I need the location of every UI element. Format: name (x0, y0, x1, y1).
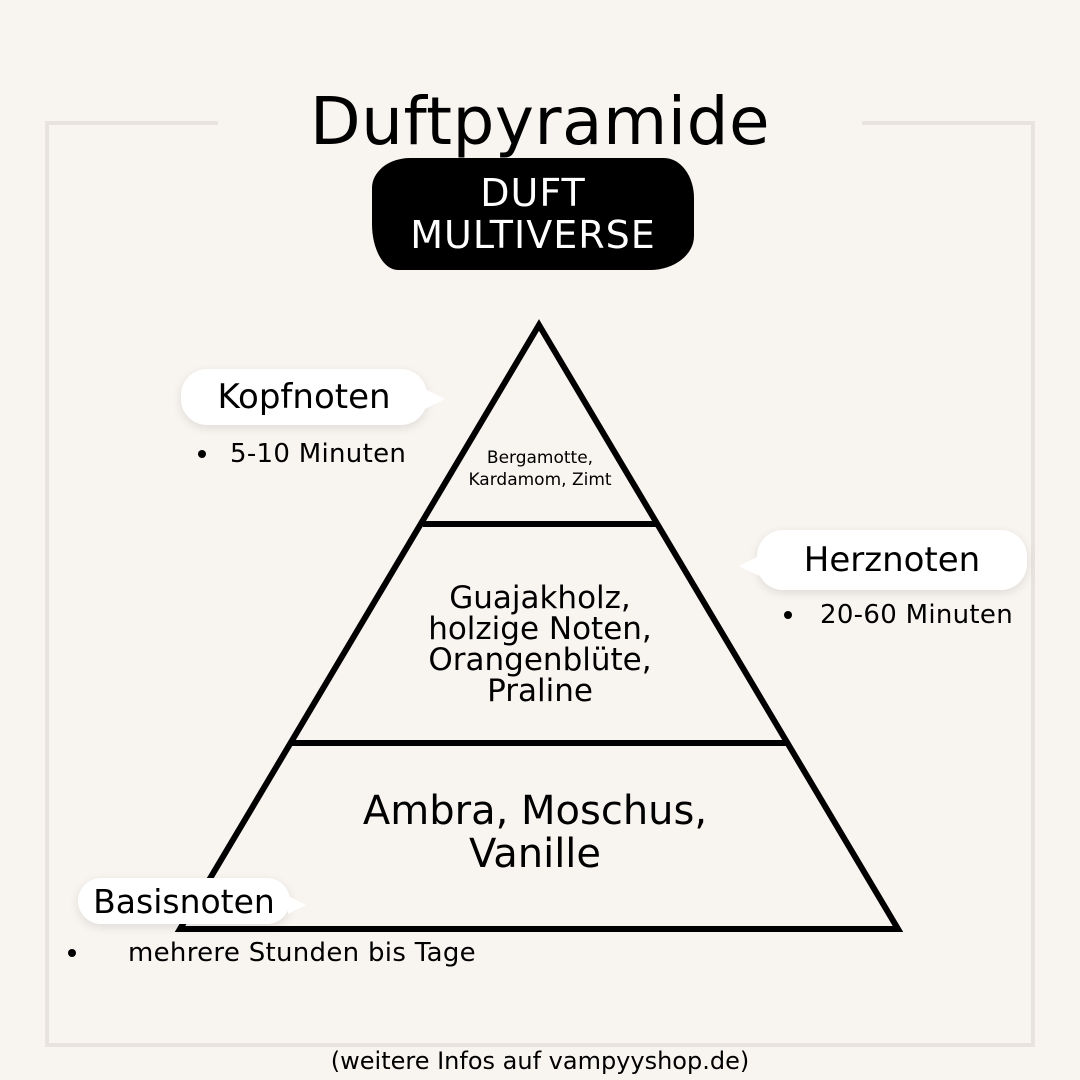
bubble-tail (288, 896, 306, 914)
brand-line-2: MULTIVERSE (410, 213, 656, 257)
page-title: Duftpyramide (309, 83, 771, 160)
bullet-dot (198, 450, 206, 458)
kopfnoten-bubble: Kopfnoten (181, 369, 445, 425)
frame-top-left (45, 121, 218, 125)
basisnoten-duration: mehrere Stunden bis Tage (68, 938, 476, 968)
basisnoten-bubble: Basisnoten (78, 878, 306, 924)
basisnoten-duration-text: mehrere Stunden bis Tage (128, 938, 476, 968)
frame-bottom (45, 1043, 1035, 1047)
footer-note: (weitere Infos auf vampyyshop.de) (330, 1047, 750, 1075)
kopfnoten-label: Kopfnoten (217, 377, 391, 417)
herznoten-bubble: Herznoten (739, 530, 1027, 590)
base-notes-text: Ambra, Moschus, Vanille (362, 788, 708, 877)
frame-right (1031, 121, 1035, 1047)
brand-line-1: DUFT (480, 171, 586, 215)
frame-top-right (862, 121, 1035, 125)
kopfnoten-duration-text: 5-10 Minuten (230, 439, 407, 469)
brand-badge: DUFT MULTIVERSE (372, 158, 694, 270)
middle-notes-text: Guajakholz, holzige Noten, Orangenblüte,… (428, 580, 652, 709)
herznoten-label: Herznoten (803, 540, 981, 580)
herznoten-duration: 20-60 Minuten (784, 600, 1013, 630)
bubble-tail (739, 556, 759, 576)
basisnoten-label: Basisnoten (93, 881, 275, 921)
top-notes-text: Bergamotte, Kardamom, Zimt (468, 448, 612, 490)
herznoten-duration-text: 20-60 Minuten (820, 600, 1013, 630)
frame-left (45, 121, 49, 1047)
pyramid-outline (174, 319, 904, 932)
bullet-dot (68, 949, 76, 957)
kopfnoten-duration: 5-10 Minuten (198, 439, 407, 469)
bullet-dot (784, 611, 792, 619)
bubble-tail (425, 389, 445, 409)
